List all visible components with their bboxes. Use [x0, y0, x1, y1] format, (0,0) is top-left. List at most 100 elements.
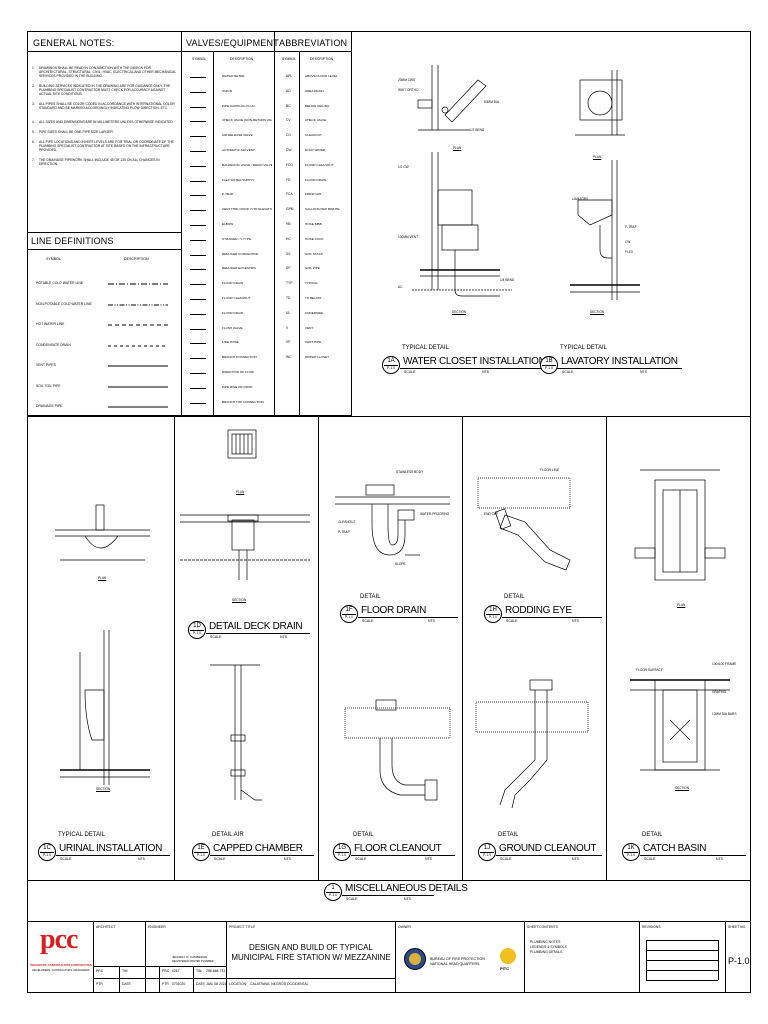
wc-callout-5: 100MM VENT: [398, 235, 419, 239]
sheet-contents-1: PLUMBING NOTES: [530, 940, 561, 944]
detail-id: 1A: [387, 358, 395, 364]
wc-callout-2: WHIT ORTHO: [398, 88, 419, 92]
detail-ref: P-1.0: [338, 853, 346, 857]
abbr-code: VP: [286, 340, 291, 345]
detail-title-text: DETAIL DECK DRAIN: [209, 621, 303, 632]
wc-callout-6: 1/2 BEND: [470, 128, 485, 132]
general-note-number: 3.: [32, 102, 35, 106]
urinal-plan-label: PLAN: [98, 576, 107, 580]
detail-title-text: WATER CLOSET INSTALLATION: [403, 356, 546, 367]
valve-symbol-icon: [190, 251, 206, 256]
capped-chamber-drawing: [210, 664, 262, 801]
valve-symbol-icon: [190, 73, 206, 78]
valve-description: FLEX WATER SUPPLY: [222, 177, 255, 182]
detail-title-text: GROUND CLEANOUT: [499, 843, 597, 854]
general-note-item: 5.PIPE SIZES SHALL BE ONE PIPE SIZE LARG…: [32, 130, 178, 134]
detail-title-text: FLOOR DRAIN: [361, 605, 427, 616]
detail-ref: P-1.0: [545, 366, 553, 370]
prc-label: PRC: [96, 969, 104, 973]
valve-description: REDUCER CONCENTRIC: [222, 251, 259, 256]
valve-description: BRANCH TOP CONNECTION: [222, 399, 264, 404]
valve-description: PIPE RISE OR DROP: [222, 384, 253, 389]
valve-symbol-icon: [190, 384, 206, 389]
valve-description: FLOOR CLEANOUT: [222, 296, 251, 300]
valve-symbol-icon: [190, 399, 206, 404]
detail-title-text: MISCELLANEOUS DETAILS: [345, 883, 468, 894]
lav-callout-3: CW: [625, 240, 631, 244]
detail-id: 1C: [43, 845, 51, 851]
cb-callout-3: 12MM DIA BARS: [712, 712, 737, 716]
detail-kicker: DETAIL: [642, 832, 663, 838]
valve-symbol-icon: [190, 236, 206, 241]
valves-col-symbol: SYMBOL: [192, 57, 207, 61]
line-def-label: NON-POTABLE COLD WATER LINE: [36, 301, 92, 306]
deck-drain-plan-drawing: [227, 429, 257, 459]
general-note-text: BUILDING SERVICES INDICATED IN THE DRAWI…: [39, 84, 171, 97]
abbr-code: FD: [286, 177, 291, 182]
wc-callout-4: 1/2 CW: [398, 165, 409, 169]
valve-symbol-icon: [190, 280, 206, 286]
line-def-label: SOIL TOIL PIPE: [36, 383, 61, 388]
detail-id: 1B: [545, 358, 553, 364]
valves-col-desc: DESCRIPTION: [230, 57, 254, 61]
general-note-text: ALL PIPES SHALL BE COLOR CODED IN ACCORD…: [39, 102, 175, 111]
valve-description: UNION: [222, 88, 232, 93]
abbr-description: COLD WATER: [305, 148, 326, 152]
architect-label: ARCHITECT: [96, 925, 116, 929]
detail-ref: P-1.0: [627, 853, 635, 857]
drawing-sheet: [27, 31, 751, 993]
detail-title-text: URINAL INSTALLATION: [59, 843, 163, 854]
project-title-line2: MUNICIPAL FIRE STATION W/ MEZZANINE: [231, 953, 391, 962]
location-label: LOCATION:: [229, 982, 248, 986]
detail-kicker: DETAIL: [360, 594, 381, 600]
cb-section-label: SECTION: [675, 786, 690, 790]
abbr-code: GPM: [286, 207, 294, 212]
valve-symbol-icon: [190, 117, 206, 123]
valve-description: BALANCING VALVE / DRAIN VALVE: [222, 162, 272, 167]
wc-section-label: SECTION: [452, 310, 467, 314]
lav-callout-2: P-TRAP: [625, 225, 637, 229]
detail-kicker: DETAIL AIR: [212, 832, 244, 838]
detail-scale-value: NTS: [572, 857, 579, 861]
general-note-number: 7.: [32, 158, 35, 162]
owner-line2: NATIONAL HEAD QUARTERS: [430, 962, 480, 966]
catch-basin-section-drawing: [630, 679, 730, 771]
detail-kicker: TYPICAL DETAIL: [58, 832, 106, 838]
deck-plan-label: PLAN: [236, 490, 245, 494]
general-note-item: 2.BUILDING SERVICES INDICATED IN THE DRA…: [32, 84, 178, 97]
lav-section-label: SECTION: [590, 310, 605, 314]
wc-callout-1: 20MM CWS: [398, 78, 416, 82]
tin-label: TIN: [122, 969, 128, 973]
detail-scale-value: NTS: [482, 370, 489, 374]
abbr-description: FRESH AIR: [305, 192, 322, 197]
general-note-number: 1.: [32, 66, 35, 70]
detail-scale-value: NTS: [138, 857, 145, 861]
ptr-label: PTR: [96, 982, 103, 986]
line-def-col-symbol: SYMBOL: [46, 257, 61, 261]
detail-ref: P-1.0: [345, 615, 353, 619]
valve-symbol-icon: [190, 132, 206, 138]
detail-ref: P-1.0: [489, 615, 497, 619]
abbr-description: VENT PIPE: [305, 340, 322, 345]
line-def-sample: [108, 283, 168, 285]
general-note-item: 7.THE DRAINAGE PIPEWORK SHALL INCLUDE 45…: [32, 158, 178, 166]
detail-scale-label: SCALE: [346, 897, 358, 901]
valve-description: FLOOR DRAIN: [222, 281, 244, 286]
cb-callout-2: FLOOR SURFACE: [636, 668, 663, 672]
line-def-sample: [108, 386, 168, 387]
general-note-text: ALL SIZES AND DIMENSIONS ARE IN MILLIMET…: [39, 120, 174, 124]
valve-symbol-icon: [190, 310, 206, 315]
abbr-description: AREA DRAIN: [305, 88, 324, 93]
owner-label: OWNER: [398, 925, 411, 929]
tin-no: 256-668-731: [206, 969, 226, 973]
revisions-label: REVISIONS: [642, 925, 661, 929]
